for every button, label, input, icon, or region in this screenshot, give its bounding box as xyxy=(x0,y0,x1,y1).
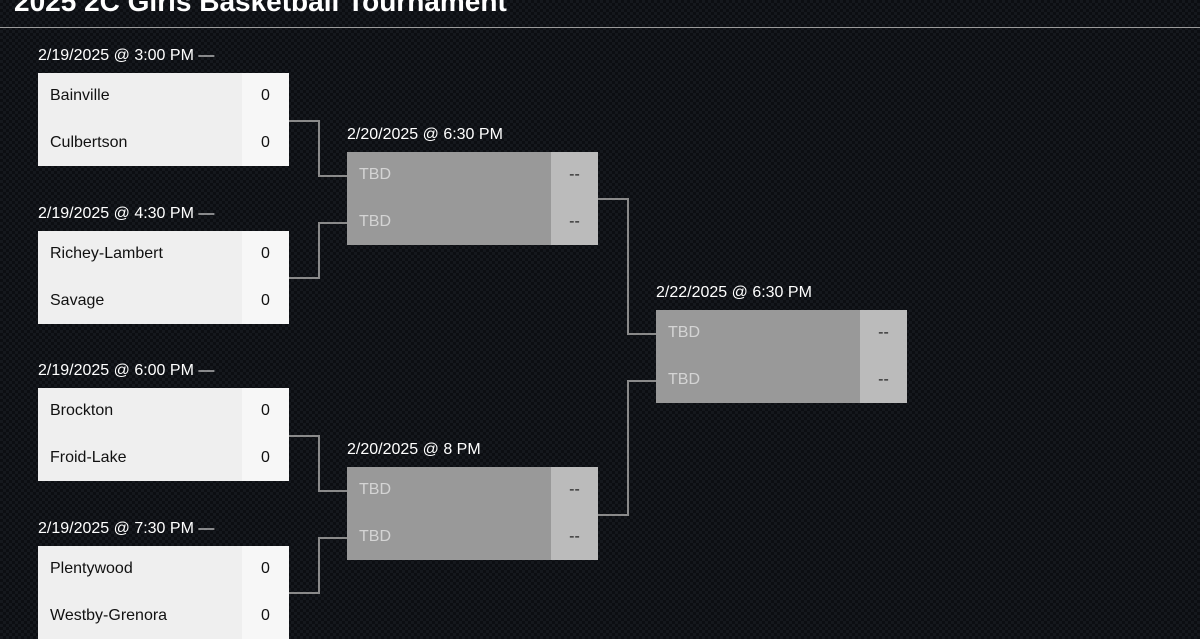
team-name: Bainville xyxy=(38,73,242,120)
team-name: TBD xyxy=(656,357,860,404)
team-score: 0 xyxy=(242,73,289,120)
connector-line xyxy=(318,537,347,539)
connector-line xyxy=(318,175,347,177)
connector-line xyxy=(318,120,320,177)
team-name: Froid-Lake xyxy=(38,435,242,482)
connector-line xyxy=(627,380,629,516)
connector-line xyxy=(289,592,319,594)
connector-line xyxy=(289,435,319,437)
game-date-label: 2/19/2025 @ 3:00 PM — xyxy=(38,47,214,65)
page-title: 2025 2C Girls Basketball Tournament xyxy=(14,0,507,18)
team-name: Culbertson xyxy=(38,120,242,167)
team-score: 0 xyxy=(242,278,289,325)
team-score: 0 xyxy=(242,388,289,435)
team-score: 0 xyxy=(242,231,289,278)
team-row[interactable]: TBD-- xyxy=(347,467,598,514)
game-matchup[interactable]: TBD--TBD-- xyxy=(347,467,598,560)
connector-line xyxy=(289,277,319,279)
team-score: -- xyxy=(860,357,907,404)
game-date-label: 2/19/2025 @ 7:30 PM — xyxy=(38,520,214,538)
team-row[interactable]: TBD-- xyxy=(656,357,907,404)
team-row[interactable]: TBD-- xyxy=(347,514,598,561)
divider xyxy=(0,27,1200,28)
team-score: -- xyxy=(551,199,598,246)
connector-line xyxy=(318,435,320,492)
team-name: TBD xyxy=(347,199,551,246)
game-matchup[interactable]: TBD--TBD-- xyxy=(347,152,598,245)
team-name: Plentywood xyxy=(38,546,242,593)
team-name: Westby-Grenora xyxy=(38,593,242,639)
team-row[interactable]: TBD-- xyxy=(347,199,598,246)
connector-line xyxy=(627,380,656,382)
team-score: 0 xyxy=(242,120,289,167)
team-name: Brockton xyxy=(38,388,242,435)
connector-line xyxy=(318,537,320,594)
connector-line xyxy=(598,514,628,516)
connector-line xyxy=(318,222,320,279)
team-name: TBD xyxy=(347,467,551,514)
connector-line xyxy=(318,222,347,224)
connector-line xyxy=(627,333,656,335)
team-score: -- xyxy=(551,152,598,199)
game-date-label: 2/22/2025 @ 6:30 PM xyxy=(656,284,812,302)
team-row[interactable]: TBD-- xyxy=(347,152,598,199)
connector-line xyxy=(318,490,347,492)
game-matchup[interactable]: TBD--TBD-- xyxy=(656,310,907,403)
team-score: 0 xyxy=(242,593,289,639)
team-score: 0 xyxy=(242,546,289,593)
team-name: TBD xyxy=(656,310,860,357)
team-name: Savage xyxy=(38,278,242,325)
game-date-label: 2/19/2025 @ 6:00 PM — xyxy=(38,362,214,380)
team-score: -- xyxy=(860,310,907,357)
game-date-label: 2/20/2025 @ 8 PM xyxy=(347,441,481,459)
team-row[interactable]: TBD-- xyxy=(656,310,907,357)
connector-line xyxy=(627,198,629,335)
team-score: -- xyxy=(551,467,598,514)
connector-line xyxy=(289,120,319,122)
team-name: TBD xyxy=(347,152,551,199)
team-score: 0 xyxy=(242,435,289,482)
team-score: -- xyxy=(551,514,598,561)
team-name: TBD xyxy=(347,514,551,561)
team-name: Richey-Lambert xyxy=(38,231,242,278)
connector-line xyxy=(598,198,628,200)
game-date-label: 2/20/2025 @ 6:30 PM xyxy=(347,126,503,144)
game-date-label: 2/19/2025 @ 4:30 PM — xyxy=(38,205,214,223)
